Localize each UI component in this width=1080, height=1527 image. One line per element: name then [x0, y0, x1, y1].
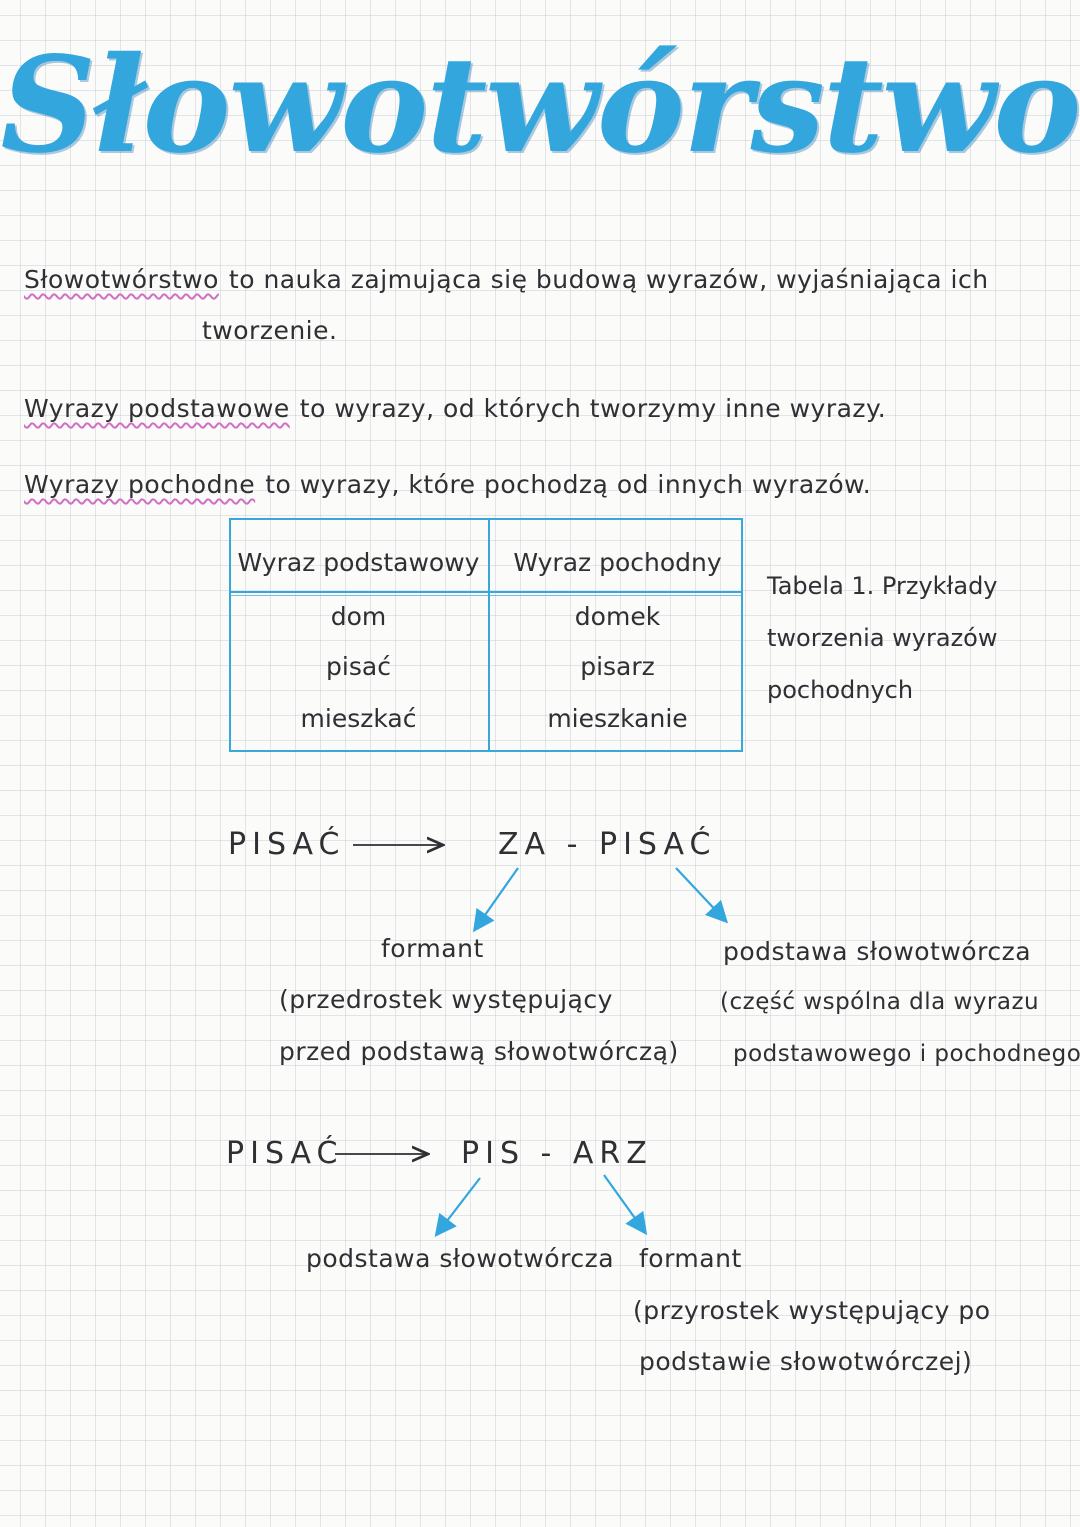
table-caption-line: tworzenia wyrazów	[767, 624, 998, 652]
table-caption: Tabela 1. Przykłady tworzenia wyrazów po…	[767, 560, 998, 716]
table-divider-vertical	[488, 520, 490, 750]
term-slowotworstwo: Słowotwórstwo	[24, 265, 219, 294]
definition-2: Wyrazy podstawowe to wyrazy, od których t…	[24, 394, 886, 423]
table-header-base: Wyraz podstawowy	[237, 548, 480, 577]
table-cell: mieszkać	[300, 704, 417, 733]
example2-base-word: PISAĆ	[226, 1136, 344, 1171]
example2-formant-desc: podstawie słowotwórczej)	[639, 1347, 973, 1376]
example1-base-word: PISAĆ	[228, 827, 346, 862]
table-caption-line: pochodnych	[767, 676, 914, 704]
examples-table: Wyraz podstawowy Wyraz pochodny dom dome…	[229, 518, 743, 752]
arrow-blue-right-1	[675, 867, 729, 924]
table-caption-line: Tabela 1. Przykłady	[767, 572, 998, 600]
table-header-derived: Wyraz pochodny	[513, 548, 722, 577]
table-divider-header-2	[231, 595, 741, 596]
term-wyrazy-pochodne: Wyrazy pochodne	[24, 470, 256, 499]
example1-derived-word: ZA - PISAĆ	[498, 827, 717, 862]
definition-3: Wyrazy pochodne to wyrazy, które pochodzą…	[24, 470, 871, 499]
arrow-blue-left-2	[434, 1177, 481, 1237]
example2-base-label: podstawa słowotwórcza	[306, 1244, 615, 1273]
arrow-blue-right-2	[603, 1174, 648, 1236]
example1-formant-desc: przed podstawą słowotwórczą)	[279, 1037, 679, 1066]
example1-formant-label: formant	[381, 934, 484, 963]
term-wyrazy-podstawowe: Wyrazy podstawowe	[24, 394, 290, 423]
example1-formant-desc: (przedrostek występujący	[279, 985, 613, 1014]
example2-formant-label: formant	[639, 1244, 742, 1273]
definition-2-text: to wyrazy, od których tworzymy inne wyra…	[299, 394, 887, 423]
definition-1-text: to nauka zajmująca się budową wyrazów, w…	[228, 265, 989, 294]
example2-formant-desc: (przyrostek występujący po	[633, 1296, 991, 1325]
table-divider-header	[231, 591, 741, 593]
definition-1: Słowotwórstwo to nauka zajmująca się budo…	[24, 265, 989, 294]
example1-base-desc: (część wspólna dla wyrazu	[720, 989, 1040, 1015]
definition-3-text: to wyrazy, które pochodzą od innych wyra…	[265, 470, 872, 499]
table-cell: domek	[574, 602, 661, 631]
example1-base-label: podstawa słowotwórcza	[723, 937, 1032, 966]
page-title: Słowotwórstwo	[0, 28, 1080, 183]
example1-base-desc: podstawowego i pochodnego)	[733, 1041, 1080, 1067]
table-cell: mieszkanie	[547, 704, 688, 733]
table-cell: dom	[330, 602, 387, 631]
example2-derived-word: PIS - ARZ	[461, 1136, 653, 1171]
definition-1-continuation: tworzenie.	[202, 316, 338, 345]
table-cell: pisać	[326, 652, 391, 681]
table-cell: pisarz	[580, 652, 655, 681]
arrow-blue-left-1	[472, 867, 519, 933]
